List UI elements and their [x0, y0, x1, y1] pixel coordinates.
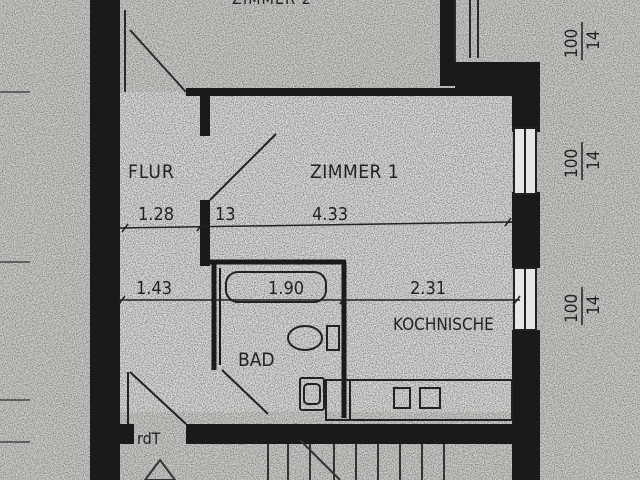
window-label-3-top: 100 [562, 294, 582, 323]
window-label-3-bottom: 14 [584, 296, 604, 315]
dim-zimmer-width: 4.33 [312, 204, 348, 225]
dimension-lines [118, 217, 521, 305]
bathtub [225, 271, 327, 303]
right-outer-wall-mid [512, 192, 540, 268]
window-label-1-top: 100 [562, 29, 582, 58]
window-label-2-top: 100 [562, 149, 582, 178]
kitchen-counter [325, 379, 513, 421]
windows [513, 127, 537, 331]
top-left-column [108, 0, 120, 92]
bad-label: BAD [238, 349, 275, 371]
walls [90, 0, 540, 480]
top-room-label: ZIMMER 2 [232, 0, 312, 8]
dim-kitchen-width: 2.31 [410, 278, 446, 299]
top-wall [186, 88, 516, 96]
bathroom-walls [210, 259, 347, 418]
bottom-left-stub [120, 424, 134, 444]
window-label-2-bottom: 14 [584, 151, 604, 170]
entry-door-leaf [129, 371, 187, 425]
flur-label: FLUR [128, 161, 175, 183]
window-label-1: 100 14 [562, 22, 604, 60]
window-label-3: 100 14 [562, 287, 604, 325]
flur-partition-top [200, 92, 210, 136]
dim-line-upper [119, 221, 513, 229]
bath-door-leaf [221, 369, 269, 415]
upper-corridor-lines [124, 0, 479, 93]
dim-flur-width: 1.28 [138, 204, 174, 225]
flur-partition-mid [200, 200, 210, 266]
kochnische-label: KOCHNISCHE [393, 315, 494, 335]
bottom-wall [186, 424, 516, 444]
doors [127, 133, 277, 425]
right-outer-wall-low [512, 330, 540, 480]
window-label-2: 100 14 [562, 142, 604, 180]
dim-bath-tub: 1.90 [268, 278, 304, 299]
top-right-column [440, 0, 455, 86]
zimmer-label: ZIMMER 1 [310, 161, 399, 183]
left-margin-marks [0, 91, 30, 443]
dim-left-width: 1.43 [136, 278, 172, 299]
toilet [287, 325, 340, 351]
window-label-1-bottom: 14 [584, 31, 604, 50]
sink [299, 377, 325, 411]
stairs [143, 439, 445, 480]
flur-door-leaf [209, 133, 277, 201]
right-outer-wall-upper [512, 62, 540, 132]
rdt-label: rdT [137, 429, 161, 448]
dim-wall-thickness: 13 [215, 204, 236, 225]
